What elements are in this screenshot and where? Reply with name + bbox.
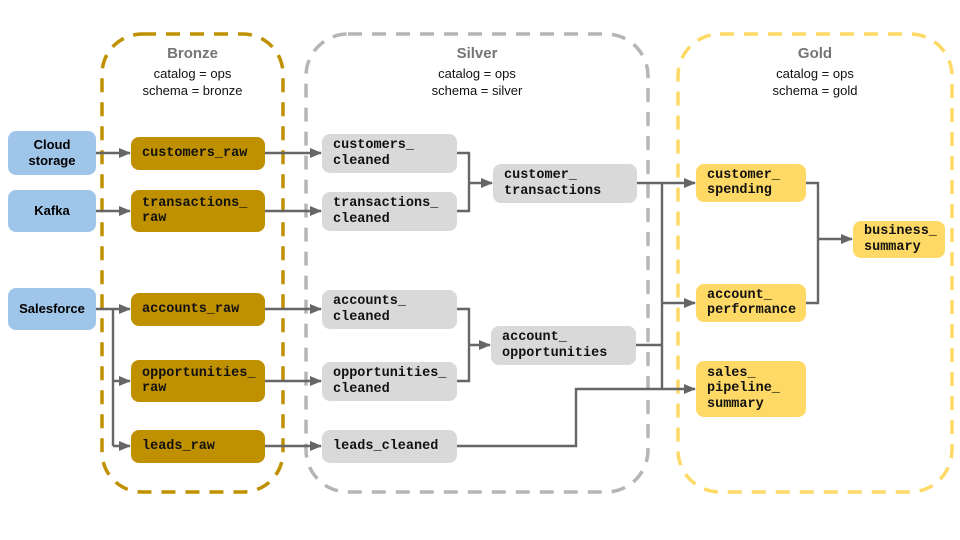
bronze-header: Bronze catalog = ops schema = bronze <box>102 45 283 99</box>
source-label: Kafka <box>34 202 70 218</box>
table-transactions-cleaned: transactions_ cleaned <box>322 192 457 231</box>
gold-catalog: catalog = ops <box>776 66 854 81</box>
table-account-opportunities: account_ opportunities <box>491 326 636 365</box>
source-salesforce: Salesforce <box>8 288 96 330</box>
bronze-container <box>100 32 285 494</box>
edge-account-performance-up <box>806 239 820 305</box>
table-sales-pipeline-summary: sales_ pipeline_ summary <box>696 361 806 417</box>
edge-merge-customer-transactions <box>457 151 471 213</box>
table-label: accounts_raw <box>142 301 240 317</box>
table-label: sales_ pipeline_ summary <box>707 366 780 412</box>
edge-leads-cleaned-sales-pipeline-summary <box>457 384 696 448</box>
table-label: transactions_ cleaned <box>333 196 439 227</box>
gold-header: Gold catalog = ops schema = gold <box>678 45 952 99</box>
table-customer-transactions: customer_ transactions <box>493 164 637 203</box>
table-customer-spending: customer_ spending <box>696 164 806 202</box>
table-accounts-cleaned: accounts_ cleaned <box>322 290 457 329</box>
table-label: opportunities_ cleaned <box>333 366 447 397</box>
table-transactions-raw: transactions_ raw <box>131 190 265 232</box>
source-kafka: Kafka <box>8 190 96 232</box>
table-leads-raw: leads_raw <box>131 430 265 463</box>
gold-container <box>676 32 954 494</box>
edge-merge-account-opportunities <box>457 307 471 383</box>
silver-title: Silver <box>456 45 498 62</box>
silver-schema: schema = silver <box>431 83 523 98</box>
silver-catalog: catalog = ops <box>438 66 516 81</box>
table-business-summary: business_ summary <box>853 221 945 258</box>
bronze-title: Bronze <box>167 45 218 62</box>
table-label: customer_ transactions <box>504 168 602 199</box>
edge-customer-spending-down <box>806 181 820 239</box>
table-label: business_ summary <box>864 224 937 255</box>
table-label: transactions_ raw <box>142 195 248 226</box>
table-label: customers_raw <box>142 145 248 161</box>
table-label: account_ opportunities <box>502 330 608 361</box>
table-leads-cleaned: leads_cleaned <box>322 430 457 463</box>
gold-schema: schema = gold <box>772 83 858 98</box>
source-cloud-storage: Cloud storage <box>8 131 96 175</box>
table-label: opportunities_ raw <box>142 365 256 396</box>
table-customers-cleaned: customers_ cleaned <box>322 134 457 173</box>
table-label: leads_raw <box>142 438 215 454</box>
table-customers-raw: customers_raw <box>131 137 265 170</box>
silver-header: Silver catalog = ops schema = silver <box>306 45 648 99</box>
table-accounts-raw: accounts_raw <box>131 293 265 326</box>
table-label: customers_ cleaned <box>333 138 415 169</box>
source-label: Cloud storage <box>28 136 76 168</box>
table-label: account_ performance <box>707 287 797 318</box>
bronze-schema: schema = bronze <box>142 83 243 98</box>
source-label: Salesforce <box>19 300 85 316</box>
table-label: accounts_ cleaned <box>333 294 406 325</box>
table-opportunities-raw: opportunities_ raw <box>131 360 265 402</box>
table-label: leads_cleaned <box>333 438 439 454</box>
table-label: customer_ spending <box>707 167 780 198</box>
gold-title: Gold <box>797 45 833 62</box>
bronze-catalog: catalog = ops <box>153 66 232 81</box>
table-account-performance: account_ performance <box>696 284 806 322</box>
table-opportunities-cleaned: opportunities_ cleaned <box>322 362 457 401</box>
silver-container <box>304 32 650 494</box>
